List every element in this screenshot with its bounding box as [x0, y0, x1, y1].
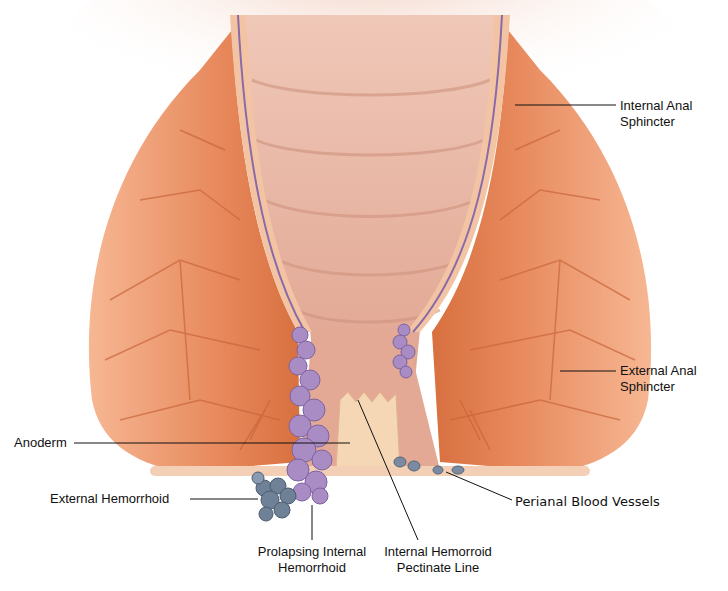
part-label: External Anal Sphincter [620, 363, 720, 395]
part-label: Internal Anal Sphincter [620, 98, 720, 130]
internal-sphincter-left [230, 15, 312, 332]
external-hemorrhoid [252, 472, 296, 521]
part-label: Perianal Blood Vessels [515, 494, 715, 510]
internal-sphincter-line [238, 15, 305, 332]
perianal-skin [150, 466, 590, 476]
internal-sphincter-right [406, 15, 510, 332]
internal-sphincter-line [413, 15, 502, 332]
internal-hemorrhoid-cluster [287, 327, 332, 504]
internal-hemorrhoid-cluster [393, 324, 415, 378]
part-label: External Hemorrhoid [50, 491, 190, 507]
part-label: Prolapsing Internal Hemorrhoid [242, 544, 382, 576]
leader-lines [74, 105, 616, 540]
part-label: Anoderm [14, 435, 74, 451]
part-label: Internal Hemorroid Pectinate Line [370, 544, 506, 576]
anal-canal [300, 332, 440, 470]
perianal-vessels [394, 457, 464, 474]
anoderm-pectinate [336, 392, 400, 470]
